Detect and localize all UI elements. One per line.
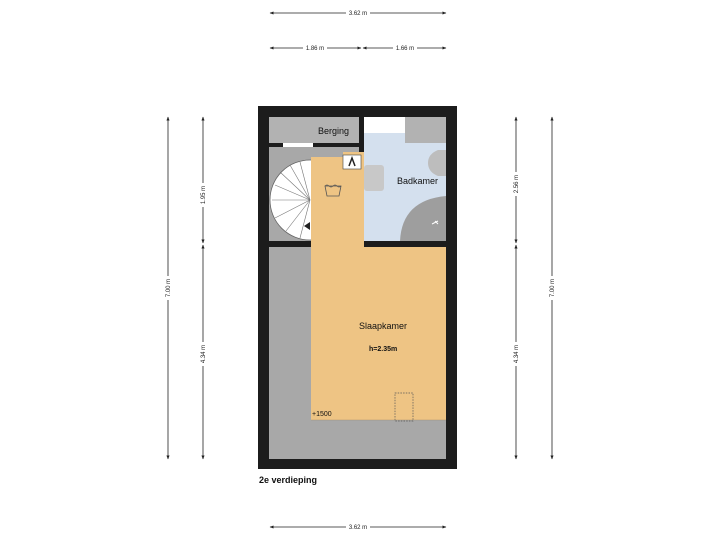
stair-landing [311, 157, 361, 247]
floor-title: 2e verdieping [259, 475, 318, 485]
badkamer-label: Badkamer [397, 176, 438, 186]
laundry-wave-icon [324, 184, 342, 188]
stair-tread [279, 171, 311, 201]
toilet-icon [428, 150, 446, 176]
interior-wall-horizontal [269, 143, 446, 147]
dimension-right-total: 7.00 m [550, 279, 556, 297]
laundry-symbol-icon [324, 185, 342, 197]
dimension-label-bg [199, 342, 207, 366]
stair-tread [299, 161, 311, 201]
dimension-label-bg [512, 172, 520, 196]
dimension-right-upper: 2.56 m [514, 175, 520, 193]
dimension-label-bg [512, 342, 520, 366]
stair-tread [289, 164, 311, 201]
dimension-right-lower: 4.34 m [514, 345, 520, 363]
dimension-label-bg [393, 44, 417, 52]
dimension-left-lower: 4.34 m [201, 345, 207, 363]
dimension-label-bg [346, 9, 370, 17]
stair-direction-icon [304, 222, 310, 230]
dimension-top-left: 1.86 m [306, 46, 324, 52]
shower-icon [400, 196, 446, 241]
dimension-left-total: 7.00 m [166, 279, 172, 297]
slaapkamer-height: h=2.35m [369, 346, 397, 353]
stair-tread [274, 184, 311, 201]
badkamer-cabinet [405, 117, 446, 143]
dimension-top-total: 3.62 m [349, 11, 367, 17]
stair-wall [269, 241, 311, 247]
washing-machine [342, 154, 362, 170]
slaapkamer-label: Slaapkamer [359, 321, 407, 331]
stair-tread [274, 199, 311, 219]
dimension-label-bg [346, 523, 370, 531]
washer-connection-icon [348, 155, 356, 167]
berging-door-opening [283, 143, 313, 147]
badkamer-entry [364, 117, 405, 133]
berging-room [269, 117, 359, 143]
dimension-label-bg [199, 183, 207, 207]
berging-label: Berging [318, 126, 349, 136]
sink [364, 165, 384, 191]
dimension-top-right: 1.66 m [396, 46, 414, 52]
stair-tread [299, 199, 311, 239]
dimension-label-bg [164, 276, 172, 300]
interior-wall-bedroom [311, 241, 446, 247]
dimension-bottom-total: 3.62 m [349, 525, 367, 531]
level-marker: +1500 [312, 411, 332, 418]
roof-hatch-icon [394, 392, 414, 422]
dimension-label-bg [548, 276, 556, 300]
dimension-left-upper: 1.95 m [201, 186, 207, 204]
stair-tread [285, 199, 311, 232]
shower-drain-icon [431, 220, 439, 225]
dimension-label-bg [303, 44, 327, 52]
